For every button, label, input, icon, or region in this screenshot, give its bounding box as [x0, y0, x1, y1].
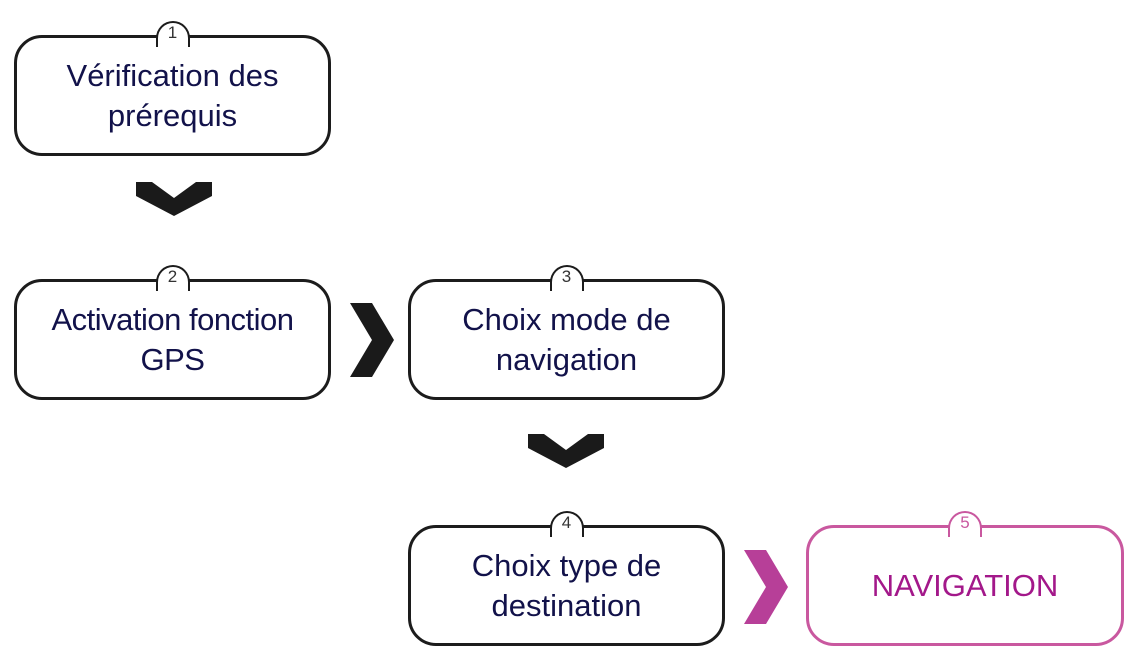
step-3-navigation-mode: 3 Choix mode de navigation [408, 265, 725, 400]
step-5-navigation: 5 NAVIGATION [806, 511, 1124, 646]
chevron-down-icon [528, 434, 604, 468]
step-4-destination-type: 4 Choix type de destination [408, 511, 725, 646]
step-5-number-badge: 5 [948, 511, 982, 537]
step-1-verification: 1 Vérification des prérequis [14, 21, 331, 156]
step-2-number-badge: 2 [155, 265, 190, 291]
step-3-number-badge: 3 [549, 265, 584, 291]
step-4-label: Choix type de destination [471, 547, 662, 623]
chevron-down-icon [136, 182, 212, 216]
chevron-right-icon [744, 550, 788, 624]
step-3-label: Choix mode de navigation [462, 301, 671, 377]
chevron-right-icon [350, 303, 394, 377]
step-1-label: Vérification des prérequis [66, 57, 279, 133]
step-5-label: NAVIGATION [871, 567, 1059, 603]
step-2-gps-activation: 2 Activation fonction GPS [14, 265, 331, 400]
step-1-number-badge: 1 [155, 21, 190, 47]
step-4-number-badge: 4 [549, 511, 584, 537]
step-2-label: Activation fonction GPS [51, 301, 294, 377]
